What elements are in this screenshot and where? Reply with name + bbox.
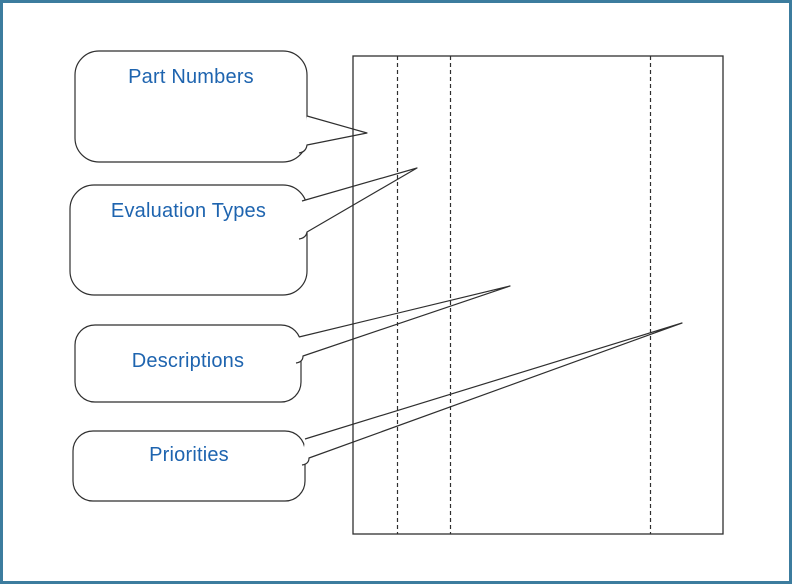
callout-tail-priorities <box>301 322 683 466</box>
callout-label-descriptions: Descriptions <box>131 350 245 372</box>
callout-label-part-numbers: Part Numbers <box>128 66 254 88</box>
callout-tail-part-numbers <box>298 115 368 154</box>
callout-bubble-priorities <box>72 430 306 502</box>
diagram-svg <box>69 50 724 535</box>
callout-label-evaluation-types: Evaluation Types <box>110 200 267 222</box>
callout-tail-descriptions <box>295 285 511 364</box>
callout-bubble-part-numbers <box>74 50 308 163</box>
table-outline <box>352 55 724 535</box>
callout-bubble-evaluation-types <box>69 184 308 296</box>
callout-tail-evaluation-types <box>298 167 418 240</box>
callout-bubble-descriptions <box>74 324 302 403</box>
callout-label-priorities: Priorities <box>149 444 229 466</box>
